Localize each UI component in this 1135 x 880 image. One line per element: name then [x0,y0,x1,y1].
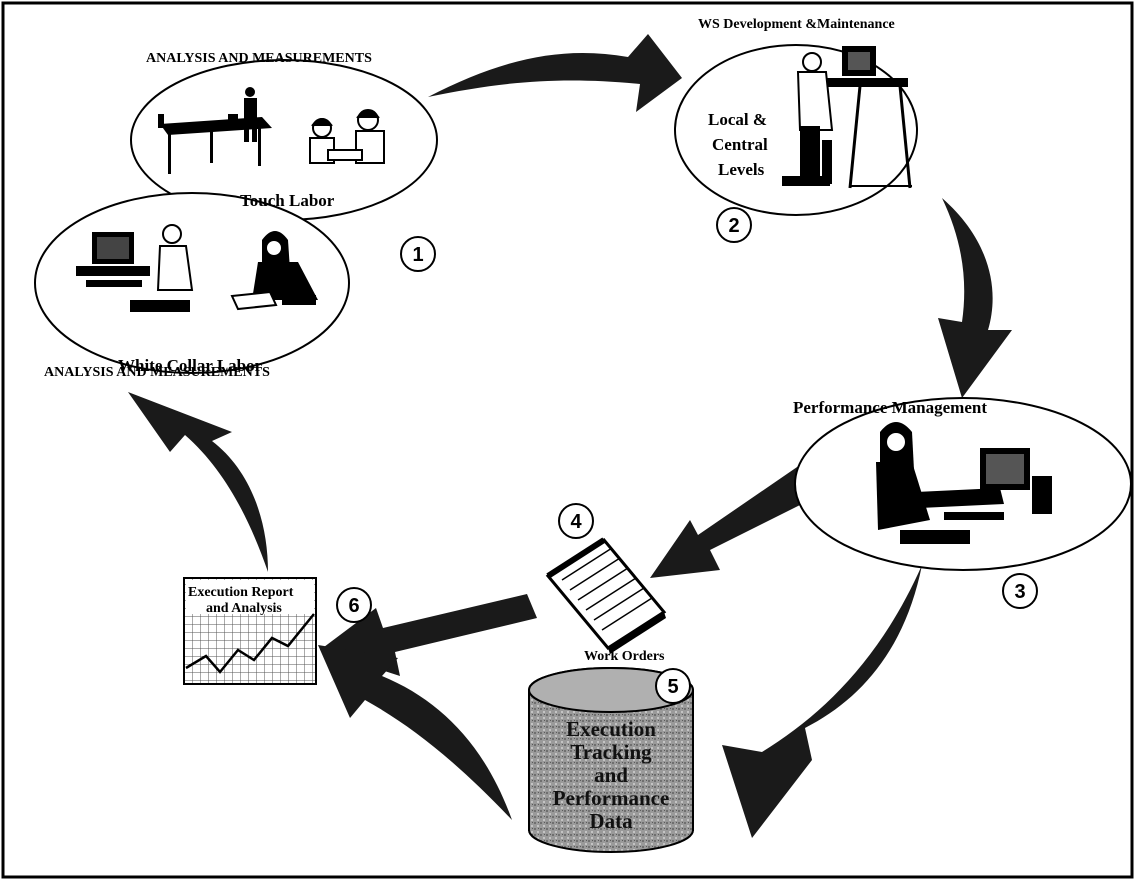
svg-text:4: 4 [570,511,582,533]
arrow-1-to-2 [428,34,682,112]
writing-woman-icon [230,231,318,311]
levels-label-line2: Central [712,135,768,154]
work-orders-label: Work Orders [584,649,665,664]
touch-labor-label: Touch Labor [240,191,335,210]
svg-text:6: 6 [348,595,359,617]
desk-worker-icon [782,46,912,189]
analysis-bottom-label: ANALYSIS AND MEASUREMENTS [44,365,270,380]
ws-development-ellipse [674,44,918,216]
analyst-at-computer-icon [876,422,1052,544]
step-6-marker: 6 [336,587,372,623]
hardhat-workers-icon [309,109,385,164]
performance-management-group [794,397,1132,571]
execution-report-label-line2: and Analysis [206,601,282,616]
drum-label-line3: and [594,763,628,787]
drum-label-line2: Tracking [570,740,652,764]
step-3-marker: 3 [1002,573,1038,609]
levels-label-line1: Local & [708,110,767,129]
step-1-marker: 1 [400,236,436,272]
svg-text:2: 2 [728,215,739,237]
arrow-2-to-3 [938,198,1012,398]
computer-user-icon [76,224,194,312]
svg-text:3: 3 [1014,581,1025,603]
execution-report-chart [183,577,317,685]
analysis-top-label: ANALYSIS AND MEASUREMENTS [146,51,372,66]
performance-management-label: Performance Management [793,398,987,417]
step-4-marker: 4 [558,503,594,539]
step-2-marker: 2 [716,207,752,243]
drum-label-line4: Performance [553,786,670,810]
touch-labor-group [130,59,438,221]
execution-report-label-line1: Execution Report [188,585,294,600]
arrow-6-to-1 [128,392,268,572]
white-collar-label: White Collar Labor [118,356,263,375]
drum-label-line1: Execution [566,717,656,741]
drum-label-line5: Data [589,809,633,833]
standing-worker-icon [244,87,257,142]
white-collar-group [34,192,350,374]
svg-text:1: 1 [412,244,423,266]
work-orders-notepad-icon [545,537,667,654]
arrow-3-to-5 [722,565,922,838]
arrow-5-to-6 [318,645,512,820]
svg-text:5: 5 [667,676,678,698]
execution-data-drum [528,667,694,853]
step-5-marker: 5 [655,668,691,704]
ws-development-label: WS Development &Maintenance [698,17,895,32]
levels-label-line3: Levels [718,160,765,179]
ws-development-group [674,44,918,216]
arrow-3-to-4 [650,465,810,578]
performance-ellipse [794,397,1132,571]
